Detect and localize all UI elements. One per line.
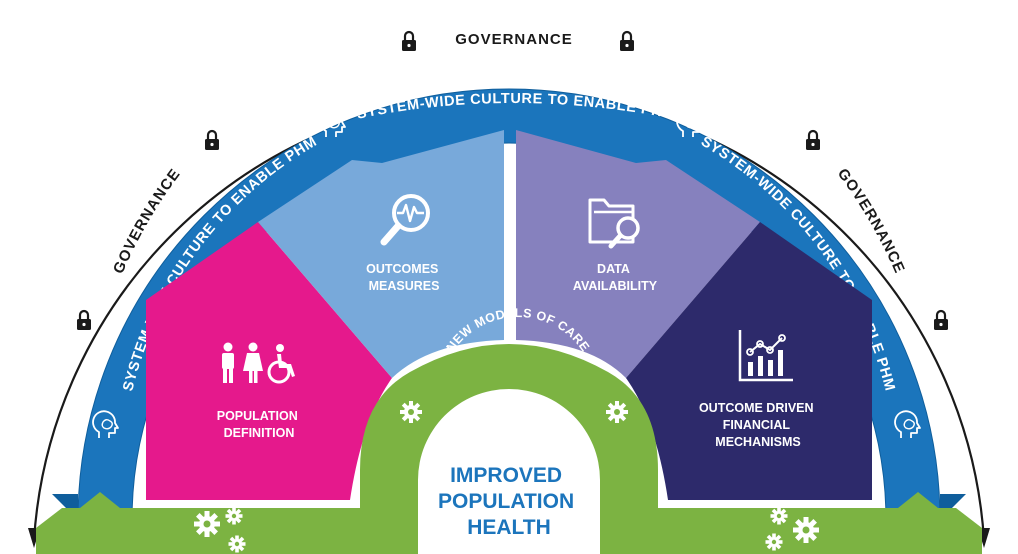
gear-icon	[225, 507, 243, 525]
population-label: POPULATION DEFINITION	[217, 409, 302, 440]
magnifier-pulse-icon	[380, 194, 430, 246]
data-label: DATA AVAILABILITY	[573, 262, 658, 293]
lock-icon	[934, 309, 948, 330]
brain-head-icon	[92, 410, 119, 438]
segment-population	[146, 222, 392, 500]
gear-icon	[770, 507, 788, 525]
gear-icon	[793, 517, 819, 543]
gear-icon	[765, 533, 783, 551]
lock-icon	[806, 129, 820, 150]
lock-icon	[620, 30, 634, 51]
brain-head-icon	[319, 109, 346, 137]
gear-icon	[400, 401, 422, 423]
segment-financial	[626, 222, 872, 500]
bar-chart-icon	[738, 330, 793, 382]
brain-head-icon	[894, 410, 921, 438]
segment-data	[516, 130, 760, 378]
brain-head-icons	[92, 109, 921, 438]
financial-label: OUTCOME DRIVEN FINANCIAL MECHANISMS	[699, 401, 817, 449]
gear-icon	[228, 535, 246, 553]
lock-icon	[205, 129, 219, 150]
lock-icon	[77, 309, 91, 330]
governance-label-top: GOVERNANCE	[455, 31, 573, 48]
segment-outcomes	[258, 130, 504, 378]
segment-labels: POPULATION DEFINITION OUTCOMES MEASURES …	[217, 262, 817, 449]
gear-icons	[194, 401, 819, 553]
brain-head-icon	[676, 109, 703, 137]
gear-icon	[606, 401, 628, 423]
lock-icon	[402, 30, 416, 51]
people-accessibility-icon	[222, 342, 295, 384]
gear-icon	[194, 511, 220, 537]
lock-icons	[77, 30, 948, 330]
center-label: IMPROVED POPULATION HEALTH	[438, 464, 580, 539]
folder-search-icon	[588, 198, 640, 249]
outcomes-label: OUTCOMES MEASURES	[366, 262, 442, 293]
